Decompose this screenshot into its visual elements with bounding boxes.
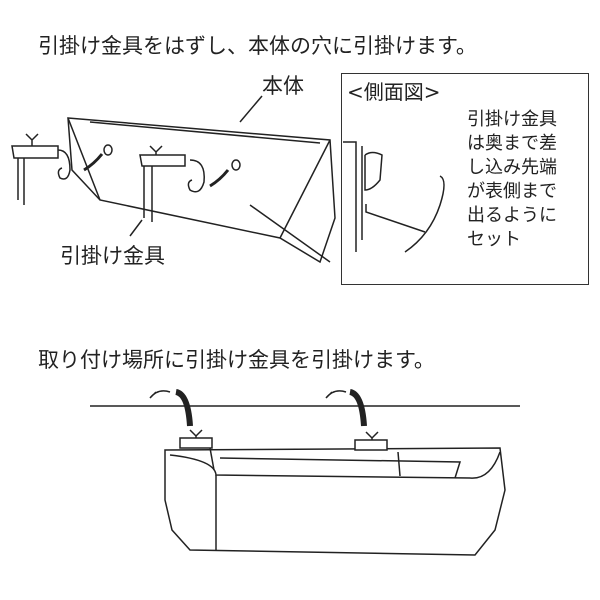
hook-label: 引掛け金具	[60, 244, 165, 268]
body-label-leader	[239, 95, 263, 123]
body-label: 本体	[262, 74, 304, 98]
side-view-note: 引掛け金具 は奥まで差 し込み先端 が表側まで 出るように セット	[467, 108, 557, 252]
hook-left	[11, 133, 104, 205]
hook-label-leader	[129, 219, 143, 237]
planter-body-step1	[67, 117, 336, 264]
note-line: は奥まで差	[467, 133, 557, 154]
step2-title: 取り付け場所に引掛け金具を引掛けます。	[38, 348, 435, 372]
hook-middle	[139, 145, 230, 222]
side-view-drawing	[343, 141, 445, 253]
step1-title: 引掛け金具をはずし、本体の穴に引掛けます。	[38, 34, 477, 58]
note-line: が表側まで	[467, 181, 557, 202]
note-line: セット	[467, 229, 521, 250]
side-view-title: <側面図>	[347, 80, 441, 104]
note-line: 引掛け金具	[467, 109, 557, 130]
planter-body-step2	[164, 447, 506, 556]
callout-line	[249, 204, 331, 263]
note-line: し込み先端	[467, 157, 557, 178]
hooks-step2	[149, 389, 401, 477]
note-line: 出るように	[467, 205, 557, 226]
side-view-box	[341, 73, 589, 285]
